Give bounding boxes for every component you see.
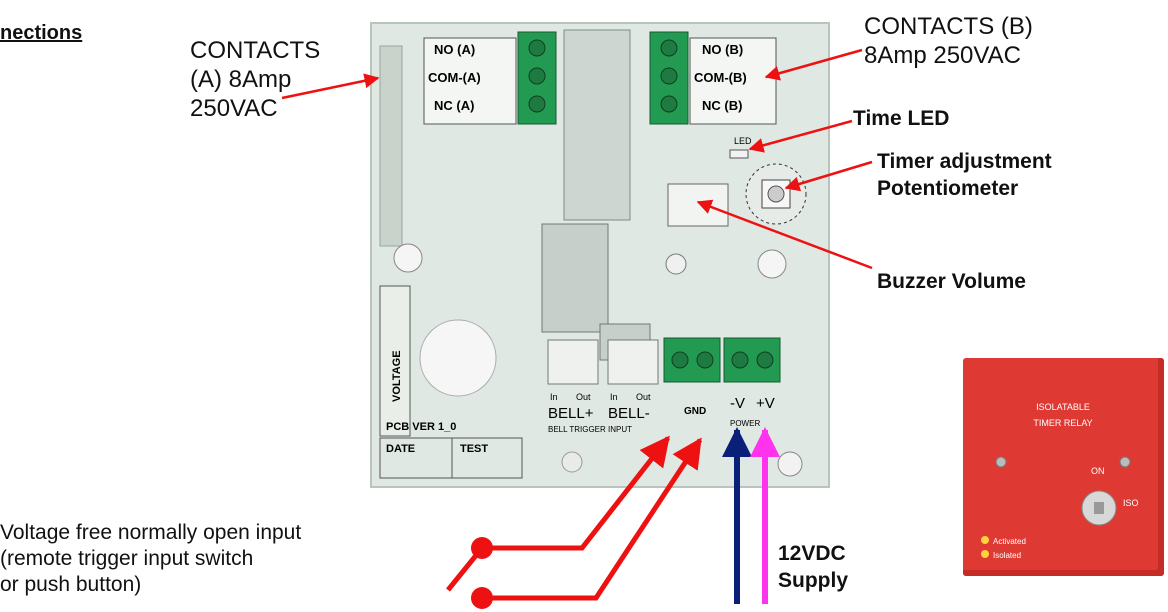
contacts-b-line2: 8Amp 250VAC	[864, 42, 1021, 69]
product-title-line1: ISOLATABLE	[1036, 402, 1090, 412]
contacts-a-line2: (A) 8Amp	[190, 66, 292, 93]
pcb-version-silkscreen: PCB VER 1_0	[386, 421, 456, 433]
screw-icon	[1119, 456, 1131, 468]
time-led	[729, 149, 749, 159]
product-drawing: ISOLATABLE TIMER RELAY ON ISO Activated …	[981, 402, 1139, 560]
input-note-label: Voltage free normally open input (remote…	[0, 520, 301, 598]
relay-b-no: NO (B)	[702, 42, 743, 57]
date-silkscreen: DATE	[386, 443, 415, 455]
timer-relay-product-photo: ISOLATABLE TIMER RELAY ON ISO Activated …	[963, 358, 1164, 576]
relay-a-no: NO (A)	[434, 42, 475, 57]
supply-line2: Supply	[778, 569, 849, 592]
contacts-b-line1: CONTACTS (B)	[864, 13, 1033, 40]
mounting-hole	[757, 249, 787, 279]
product-title-line2: TIMER RELAY	[1033, 418, 1092, 428]
led-silkscreen: LED	[734, 136, 752, 146]
bell-plus-silkscreen: BELL+	[548, 405, 594, 422]
bell-out-label: Out	[576, 392, 591, 402]
time-led-label: Time LED	[853, 107, 950, 130]
piezo-buzzer	[419, 319, 497, 397]
section-heading: nections	[0, 22, 83, 44]
switch-terminal-icon	[471, 587, 493, 609]
switch-terminal-icon	[471, 537, 493, 559]
input-note-line1: Voltage free normally open input	[0, 521, 302, 544]
relay-a-label-panel	[423, 37, 517, 125]
relay-a-com: COM-(A)	[428, 70, 481, 85]
terminal-screw-icon	[660, 67, 678, 85]
mounting-hole	[777, 451, 803, 477]
edge-strip	[379, 45, 403, 247]
supply-line1: 12VDC	[778, 542, 846, 565]
bell-in-label: In	[550, 392, 558, 402]
pcb-drawing: NO (A) COM-(A) NC (A) NO (B) COM-(B) NC …	[379, 29, 807, 479]
terminal-screw-icon	[731, 351, 749, 369]
terminal-screw-icon	[528, 39, 546, 57]
on-label: ON	[1091, 466, 1105, 476]
timer-adjustment-line2: Potentiometer	[877, 177, 1019, 200]
terminal-screw-icon	[756, 351, 774, 369]
pcb-board-image: NO (A) COM-(A) NC (A) NO (B) COM-(B) NC …	[370, 22, 830, 488]
contacts-a-label: CONTACTS (A) 8Amp 250VAC	[190, 36, 320, 123]
input-note-line2: (remote trigger input switch	[0, 547, 254, 570]
screw-icon	[995, 456, 1007, 468]
terminal-screw-icon	[528, 67, 546, 85]
mounting-hole	[393, 243, 423, 273]
contacts-a-line1: CONTACTS	[190, 37, 321, 64]
power-silkscreen: POWER	[730, 419, 760, 428]
gnd-silkscreen: GND	[684, 406, 706, 417]
test-silkscreen: TEST	[460, 443, 488, 455]
bell-trigger-silkscreen: BELL TRIGGER INPUT	[548, 425, 632, 434]
bell-terminal-plus	[547, 339, 599, 385]
terminal-screw-icon	[660, 95, 678, 113]
terminal-screw-icon	[660, 39, 678, 57]
relay-a-nc: NC (A)	[434, 98, 474, 113]
terminal-screw-icon	[671, 351, 689, 369]
timer-adjustment-line1: Timer adjustment	[877, 150, 1052, 173]
date-test-box	[379, 437, 523, 479]
bell-terminal-minus	[607, 339, 659, 385]
buzzer-component	[665, 253, 687, 275]
arrow-remote-input-2	[482, 437, 703, 601]
arrow-contacts-a	[281, 73, 380, 100]
arrow-timer-adjustment	[784, 160, 873, 192]
relay-b-label-panel	[689, 37, 777, 125]
bell-minus-silkscreen: BELL-	[608, 405, 650, 422]
activated-led-icon	[981, 536, 989, 544]
voltage-silkscreen: VOLTAGE	[391, 350, 403, 402]
terminal-screw-icon	[696, 351, 714, 369]
bell-out-label: Out	[636, 392, 651, 402]
key-icon	[1094, 502, 1104, 514]
bell-in-label: In	[610, 392, 618, 402]
activated-label: Activated	[993, 537, 1026, 546]
arrow-time-led	[748, 119, 853, 153]
arrow-buzzer-volume	[696, 199, 873, 270]
terminal-screw-icon	[528, 95, 546, 113]
potentiometer-knob-icon	[767, 185, 785, 203]
isolated-led-icon	[981, 550, 989, 558]
arrow-remote-input-1	[482, 435, 670, 551]
input-note-line3: or push button)	[0, 573, 142, 596]
mounting-hole	[561, 451, 583, 473]
voltage-panel	[379, 285, 411, 437]
timer-adjustment-label: Timer adjustment Potentiometer	[877, 148, 1052, 202]
positive-v-silkscreen: +V	[756, 395, 775, 412]
relay-b-com: COM-(B)	[694, 70, 747, 85]
relay-body	[563, 29, 631, 221]
contacts-a-line3: 250VAC	[190, 95, 278, 122]
arrow-contacts-b	[764, 48, 863, 81]
contacts-b-label: CONTACTS (B) 8Amp 250VAC	[864, 12, 1033, 70]
isolated-label: Isolated	[993, 551, 1021, 560]
relay-b-nc: NC (B)	[702, 98, 742, 113]
negative-v-silkscreen: -V	[730, 395, 745, 412]
iso-label: ISO	[1123, 498, 1139, 508]
ic-chip	[541, 223, 609, 333]
buzzer-volume-label: Buzzer Volume	[877, 270, 1026, 293]
supply-label: 12VDC Supply	[778, 540, 848, 594]
